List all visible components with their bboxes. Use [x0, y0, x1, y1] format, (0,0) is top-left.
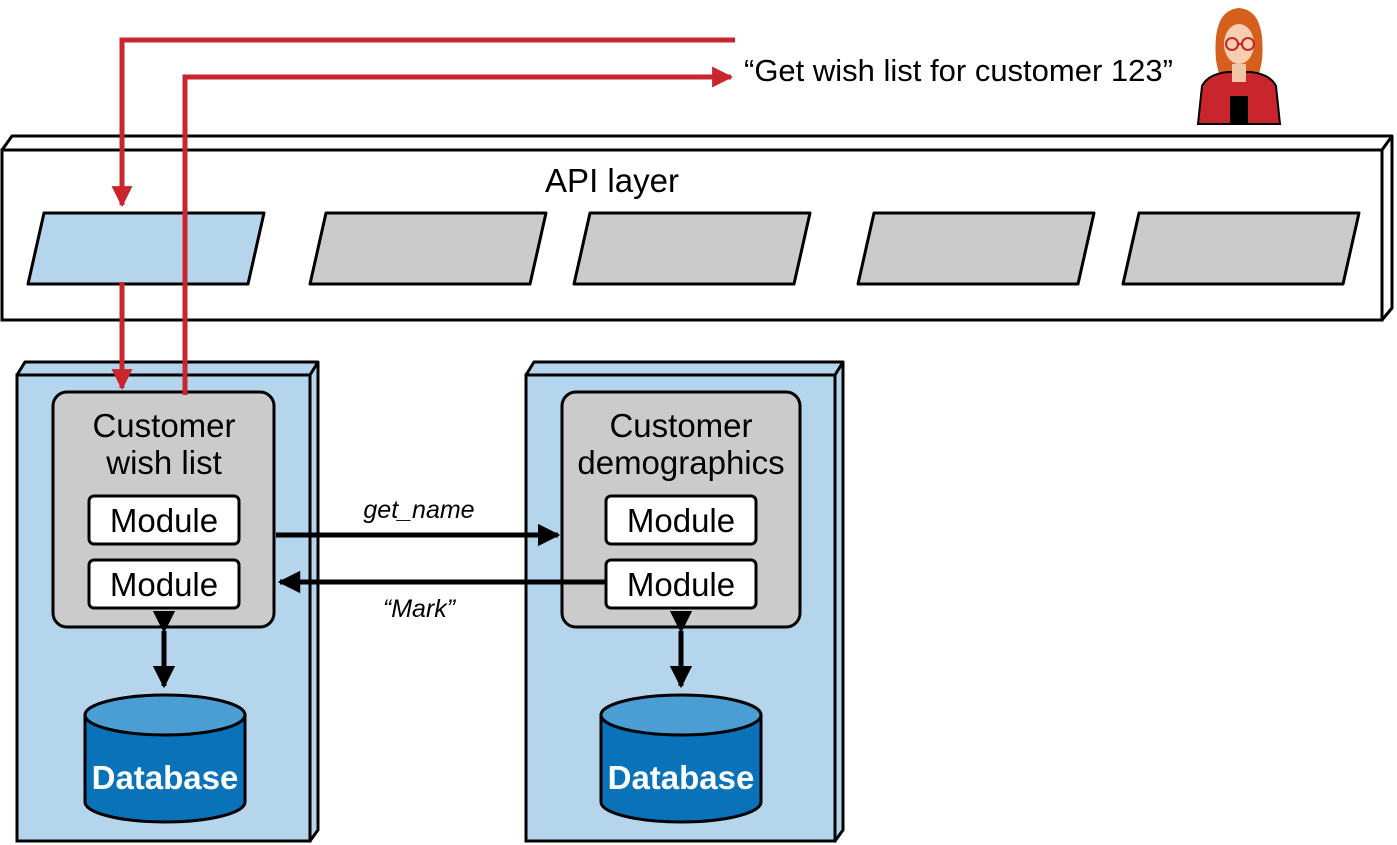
demographics-module-1-label: Module [627, 502, 735, 539]
wishlist-title-line2: wish list [105, 444, 222, 481]
service-wishlist: Customer wish list Module Module Databas… [15, 360, 320, 843]
api-endpoint-5[interactable] [1121, 211, 1361, 286]
api-endpoint-4[interactable] [856, 211, 1096, 286]
wishlist-database[interactable]: Database [83, 693, 247, 824]
wishlist-module-1[interactable] [87, 494, 241, 546]
api-layer-label: API layer [545, 162, 679, 199]
user-icon [1196, 8, 1282, 125]
demographics-database-label: Database [608, 759, 755, 796]
service-demographics: Customer demographics Module Module Data… [524, 360, 845, 843]
wishlist-title-line1: Customer [92, 407, 235, 444]
request-text: “Get wish list for customer 123” [744, 53, 1173, 88]
wishlist-module-2[interactable] [87, 558, 241, 610]
request-flow [111, 37, 735, 395]
get-name-label: get_name [363, 496, 474, 524]
wishlist-database-label: Database [92, 759, 239, 796]
demographics-database[interactable]: Database [599, 693, 763, 824]
api-endpoint-2[interactable] [308, 211, 548, 286]
api-endpoint-wishlist[interactable] [26, 211, 266, 286]
api-endpoint-3[interactable] [572, 211, 812, 286]
demographics-title-line1: Customer [609, 407, 752, 444]
wishlist-module-1-label: Module [110, 502, 218, 539]
wishlist-module-2-label: Module [110, 566, 218, 603]
mark-response-label: “Mark” [383, 595, 457, 623]
response-arrow-out [182, 66, 734, 395]
request-arrow-in [111, 37, 735, 208]
demographics-module-2-label: Module [627, 566, 735, 603]
service-calls [276, 523, 607, 594]
demographics-title-line2: demographics [577, 444, 784, 481]
demographics-module-1[interactable] [604, 494, 758, 546]
db-connectors [152, 610, 693, 689]
